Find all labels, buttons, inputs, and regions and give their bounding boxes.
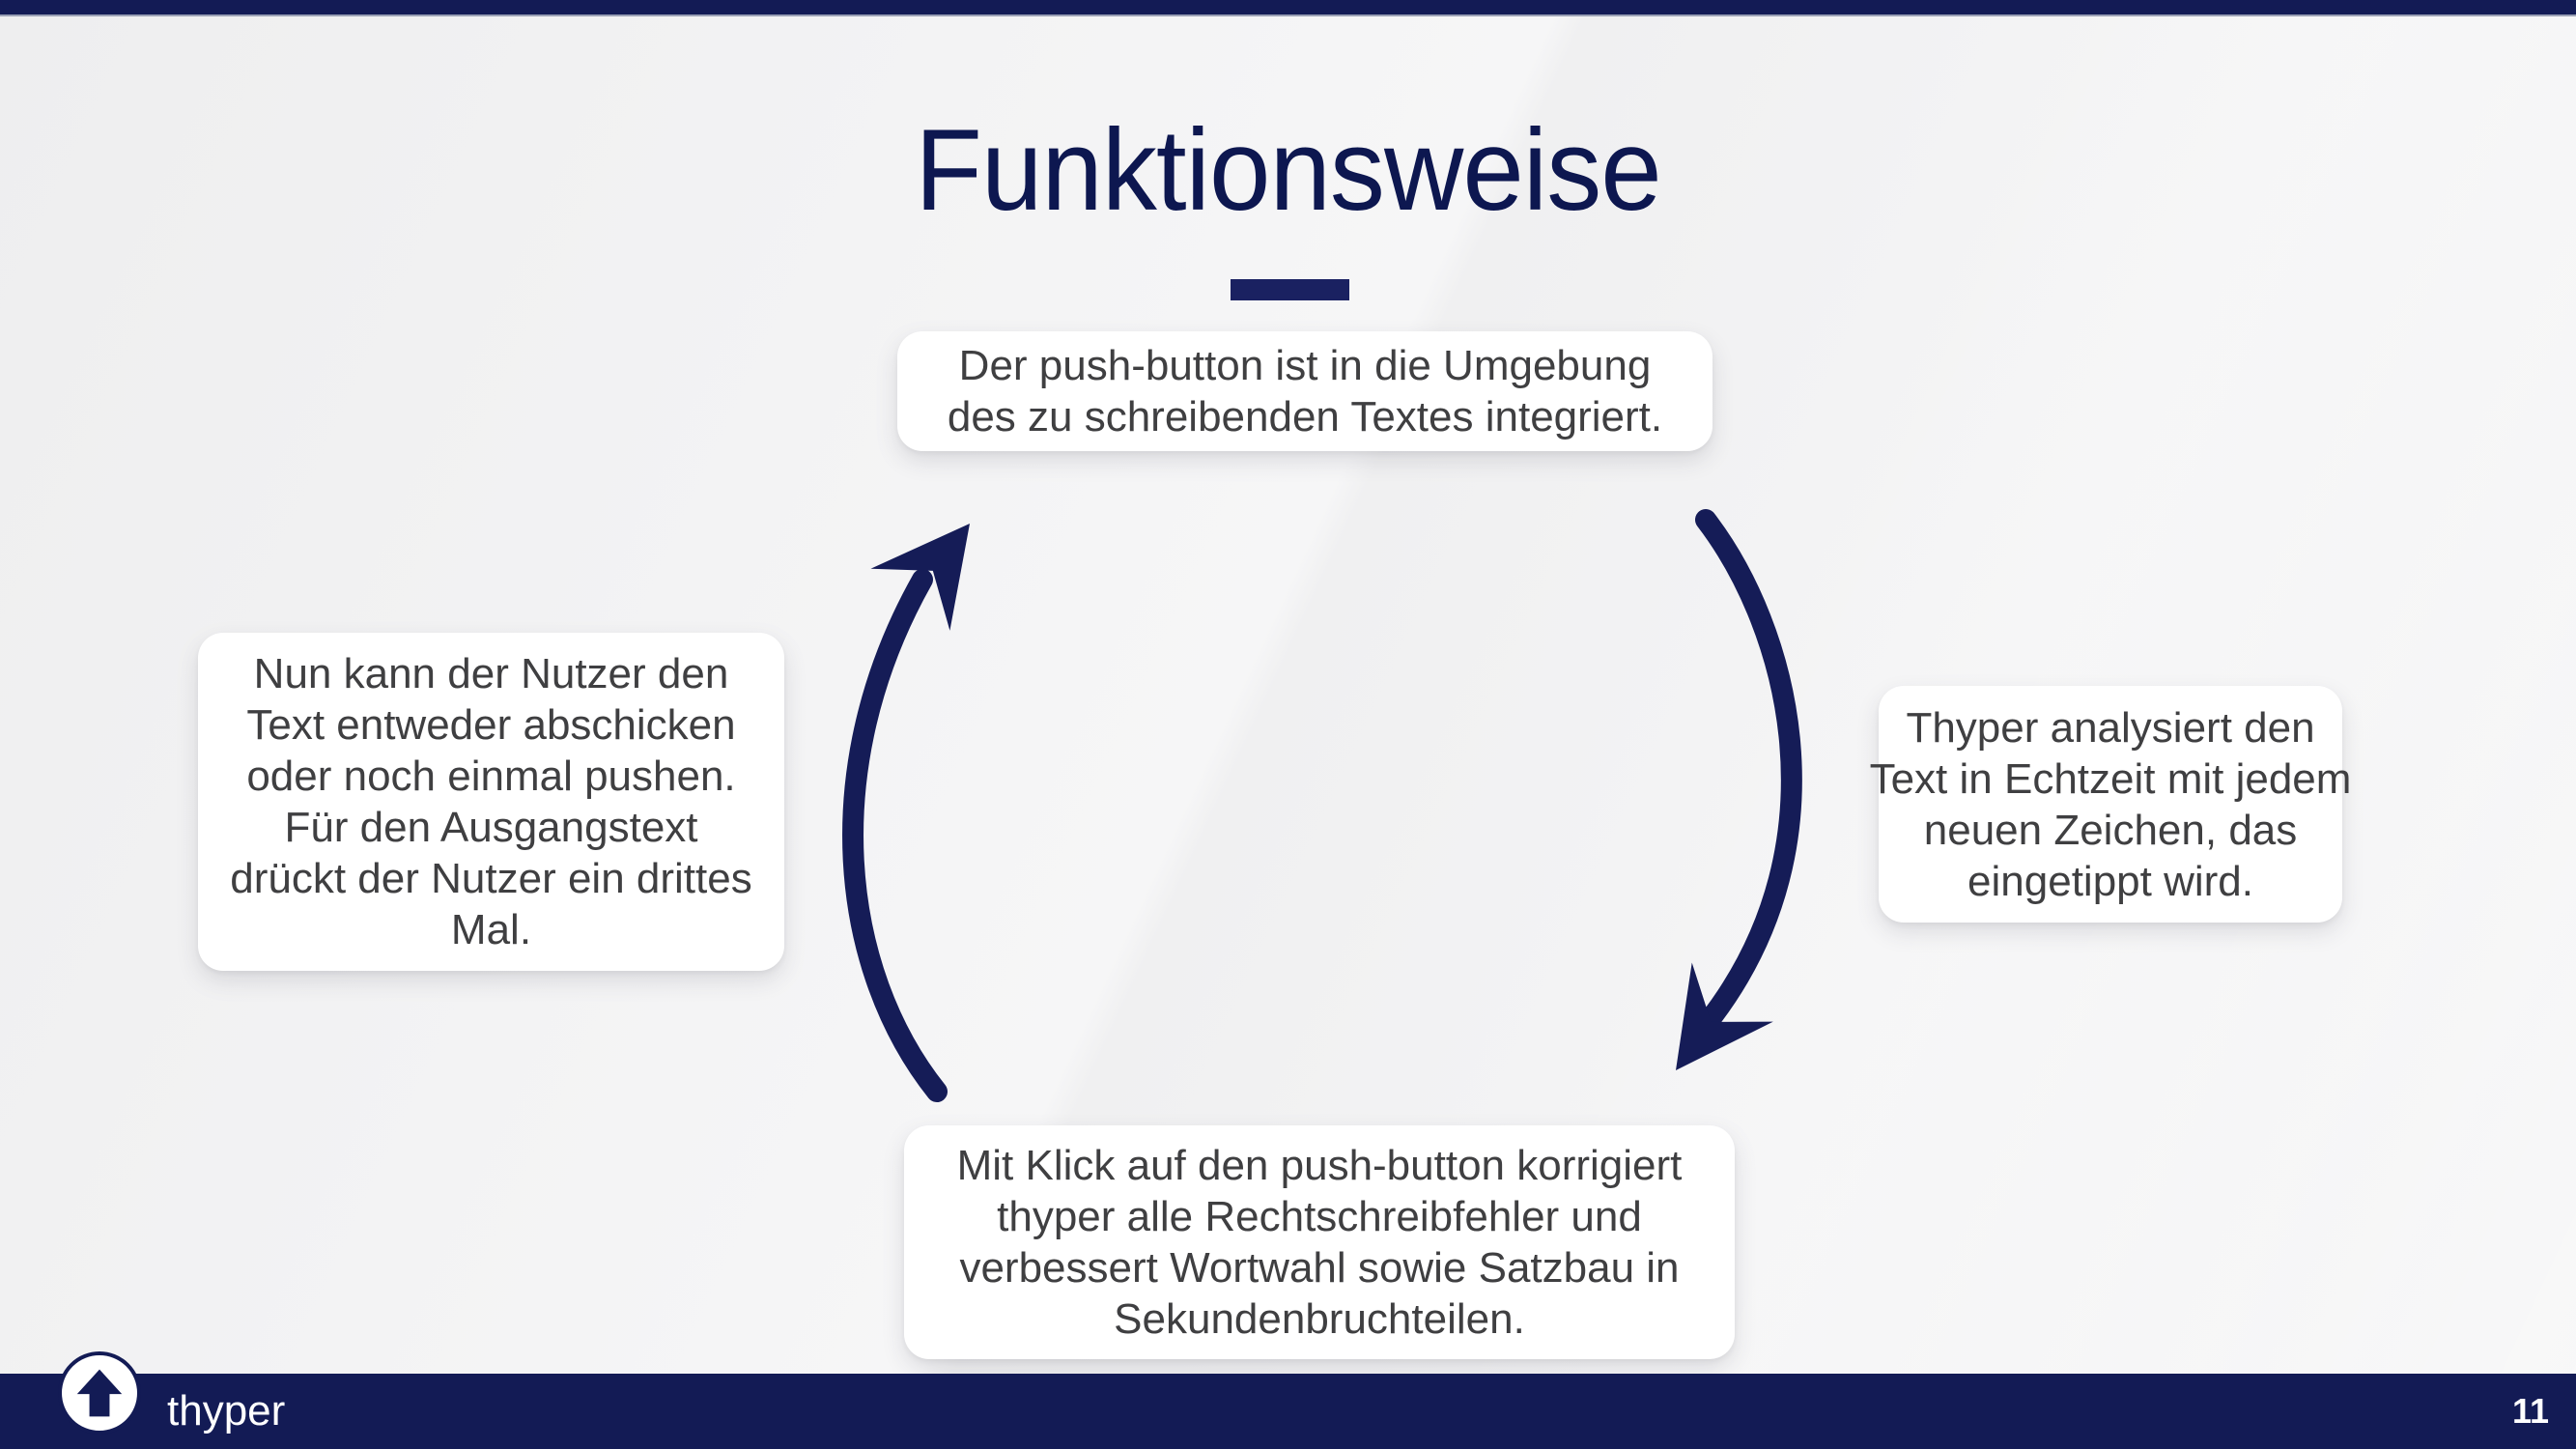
step-box-right: Thyper analysiert den Text in Echtzeit m… xyxy=(1870,686,2351,923)
step-box-top: Der push-button ist in die Umgebung des … xyxy=(897,331,1713,451)
step-box-right-text: Thyper analysiert den Text in Echtzeit m… xyxy=(1869,703,2352,905)
left-cycle-arrow-shaft xyxy=(842,569,948,1102)
right-cycle-arrow-head xyxy=(1676,962,1773,1070)
step-box-top-text: Der push-button ist in die Umgebung des … xyxy=(947,342,1663,440)
up-arrow-icon xyxy=(76,1369,123,1417)
right-cycle-arrow xyxy=(1676,509,1802,1070)
thyper-logo xyxy=(58,1351,141,1435)
footer-bar xyxy=(0,1374,2576,1449)
slide-title: Funktionsweise xyxy=(915,105,1661,235)
step-box-bottom: Mit Klick auf den push-button korrigiert… xyxy=(904,1125,1735,1359)
left-cycle-arrow xyxy=(842,524,970,1102)
left-cycle-arrow-head xyxy=(870,524,970,631)
title-divider xyxy=(1231,279,1349,300)
top-accent-bar xyxy=(0,0,2576,16)
right-cycle-arrow-shaft xyxy=(1695,509,1802,1027)
page-number: 11 xyxy=(2511,1391,2549,1431)
step-box-left-text: Nun kann der Nutzer den Text entweder ab… xyxy=(230,650,752,953)
brand-name: thyper xyxy=(167,1387,286,1435)
step-box-bottom-text: Mit Klick auf den push-button korrigiert… xyxy=(956,1142,1683,1343)
step-box-left: Nun kann der Nutzer den Text entweder ab… xyxy=(198,633,784,971)
